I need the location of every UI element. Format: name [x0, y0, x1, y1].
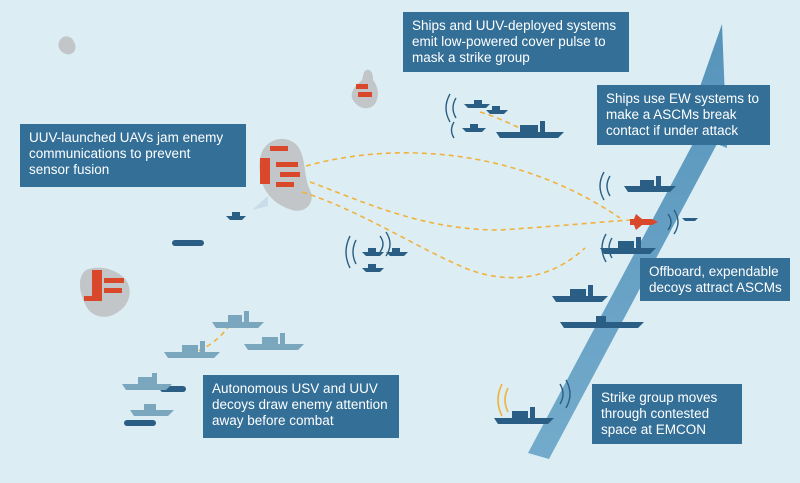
strike-group-arrow	[528, 24, 727, 459]
emission-waves	[345, 93, 679, 409]
decoy-routes	[195, 111, 631, 353]
callout-uav-jam: UUV-launched UAVs jam enemy communicatio…	[20, 124, 246, 187]
callout-decoys-usv: Autonomous USV and UUV decoys draw enemy…	[203, 375, 399, 438]
ascm-missile	[630, 214, 658, 230]
strike-group-ships	[124, 100, 698, 426]
callout-decoys-offboard: Offboard, expendable decoys attract ASCM…	[640, 258, 790, 301]
callout-strike-group: Strike group moves through contested spa…	[592, 384, 742, 444]
strike-group-emcon-waves	[497, 383, 509, 417]
callout-ew-systems: Ships use EW systems to make a ASCMs bre…	[597, 85, 770, 145]
island-center	[252, 138, 312, 211]
callout-cover-pulse: Ships and UUV-deployed systems emit low-…	[403, 12, 629, 72]
island-top-left	[58, 36, 76, 55]
decoy-ships	[122, 311, 304, 416]
island-left	[79, 267, 130, 317]
island-top-center	[351, 69, 378, 109]
